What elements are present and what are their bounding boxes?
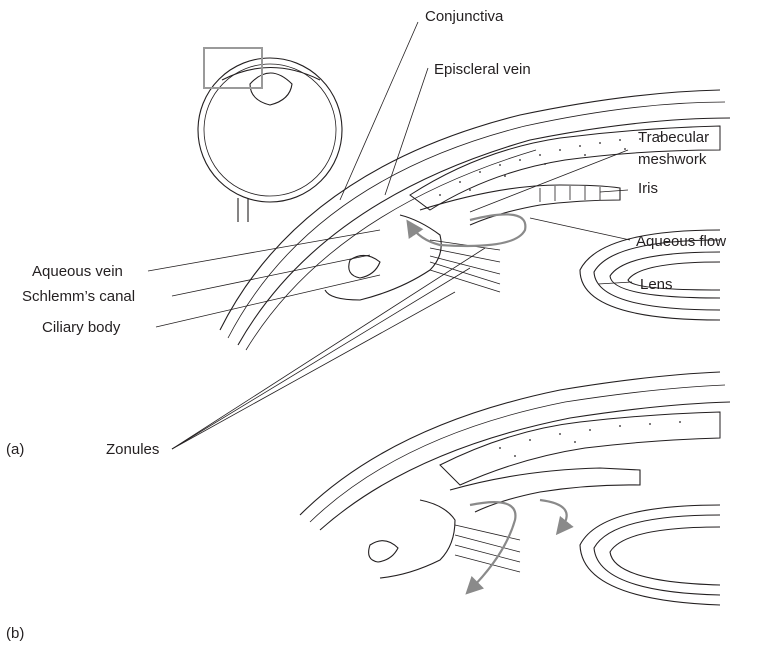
label-trabecular-meshwork-line1: Trabecular <box>638 129 709 146</box>
label-trabecular-meshwork-line2: meshwork <box>638 151 707 168</box>
label-ciliary-body: Ciliary body <box>42 319 121 336</box>
label-episcleral-vein: Episcleral vein <box>434 61 531 78</box>
cornea-stippling-b <box>499 421 681 457</box>
panel-label-b: (b) <box>6 625 24 642</box>
panel-label-a: (a) <box>6 441 24 458</box>
whole-eye-inset <box>198 48 342 222</box>
zonule-fibers <box>430 240 500 292</box>
panel-b-anatomy <box>300 372 730 605</box>
label-conjunctiva: Conjunctiva <box>425 8 504 25</box>
label-zonules: Zonules <box>106 441 159 458</box>
label-aqueous-flow: Aqueous flow <box>636 233 726 250</box>
label-aqueous-vein: Aqueous vein <box>32 263 123 280</box>
label-iris: Iris <box>638 180 658 197</box>
label-lens: Lens <box>640 276 673 293</box>
label-schlemms-canal: Schlemm’s canal <box>22 288 135 305</box>
